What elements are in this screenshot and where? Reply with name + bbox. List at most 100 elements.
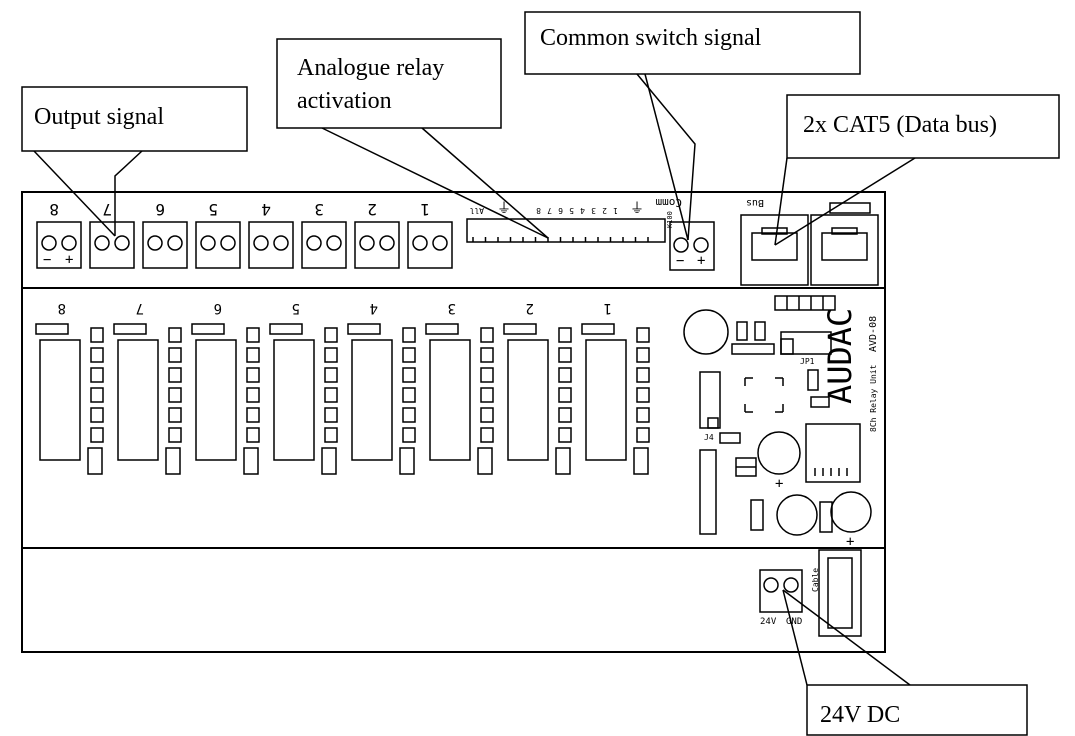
- comm-label: Comm: [655, 196, 682, 209]
- relay-component: [168, 327, 182, 343]
- common-switch-terminal: Comm − +: [655, 196, 715, 271]
- relay-component: [324, 387, 338, 403]
- output-number-8: 8: [49, 200, 59, 219]
- relay-component: [558, 367, 572, 383]
- cable-connector: [818, 549, 862, 637]
- terminal-block: [195, 221, 241, 269]
- control-components: JP1 J4 + + AUDAC AVD-08 8Ch Relay Unit: [683, 295, 879, 550]
- relay-component: [168, 347, 182, 363]
- callout-output-signal: Output signal: [21, 86, 248, 152]
- relay-component: [636, 347, 650, 363]
- relay-component: [168, 367, 182, 383]
- relay-diode: [113, 323, 147, 335]
- header-pin-6: 6: [558, 206, 563, 215]
- j4-label: J4: [704, 433, 714, 442]
- screw-hole: [94, 235, 110, 251]
- subtitle-label: 8Ch Relay Unit: [869, 364, 878, 432]
- callout-analogue-line2: activation: [297, 88, 392, 114]
- output-terminal-6: 6: [142, 200, 188, 269]
- header-pin-2: 2: [602, 206, 607, 215]
- relay-component: [558, 407, 572, 423]
- relay-component: [558, 327, 572, 343]
- relay-number-1: 1: [604, 300, 612, 316]
- relay-led: [477, 447, 493, 475]
- relay-component: [246, 347, 260, 363]
- relay-component: [402, 387, 416, 403]
- relay-component: [480, 387, 494, 403]
- screw-hole: [359, 235, 375, 251]
- relay-component: [168, 427, 182, 443]
- relay-component: [324, 427, 338, 443]
- screw-hole: [379, 235, 395, 251]
- capacitor-1-plus: +: [775, 476, 783, 492]
- relay-number-6: 6: [214, 300, 222, 316]
- relay-body: [585, 339, 627, 461]
- output-number-1: 1: [420, 200, 430, 219]
- relay-1: 1: [581, 300, 650, 475]
- output-terminal-5: 5: [195, 200, 241, 269]
- header-pin-8: 8: [536, 206, 541, 215]
- relay-3: 3: [425, 300, 494, 475]
- connector-j4: [699, 371, 721, 429]
- callout-output-signal-text: Output signal: [34, 104, 164, 130]
- capacitor-3: [830, 491, 872, 533]
- callout-common-switch-text: Common switch signal: [540, 25, 762, 51]
- relay-6: 6: [191, 300, 260, 475]
- screw-hole: [41, 235, 57, 251]
- relay-component: [402, 347, 416, 363]
- relay-component: [480, 347, 494, 363]
- relay-component: [246, 327, 260, 343]
- relay-component: [90, 387, 104, 403]
- callout-common-switch: Common switch signal: [524, 11, 861, 75]
- relay-component: [402, 327, 416, 343]
- screw-hole: [220, 235, 236, 251]
- relay-component: [90, 407, 104, 423]
- callout-24v-dc: 24V DC: [806, 684, 1028, 736]
- power-terminal: 24V GND Cable: [759, 549, 862, 637]
- terminal-block: [89, 221, 135, 269]
- model-label: AVD-08: [868, 316, 879, 352]
- relay-led: [243, 447, 259, 475]
- relay-diode: [581, 323, 615, 335]
- cable-label: Cable: [811, 568, 820, 592]
- relay-component: [558, 347, 572, 363]
- relay-led: [87, 447, 103, 475]
- capacitor-1: [757, 431, 801, 475]
- output-number-3: 3: [314, 200, 324, 219]
- ic-chip: [699, 449, 717, 535]
- screw-hole: [326, 235, 342, 251]
- terminal-block: [36, 221, 82, 269]
- brand-logo: AUDAC: [821, 308, 859, 404]
- output-terminal-3: 3: [301, 200, 347, 269]
- relay-component: [636, 387, 650, 403]
- screw-hole: [412, 235, 428, 251]
- header-pin-4: 4: [580, 206, 585, 215]
- screw-hole: [432, 235, 448, 251]
- relay-body: [273, 339, 315, 461]
- relay-5: 5: [269, 300, 338, 475]
- relay-component: [246, 387, 260, 403]
- callout-cat5-text: 2x CAT5 (Data bus): [803, 112, 997, 138]
- relay-2: 2: [503, 300, 572, 475]
- screw-hole: [114, 235, 130, 251]
- output-plus: +: [65, 252, 73, 268]
- screw-hole: [273, 235, 289, 251]
- relay-7: 7: [113, 300, 182, 475]
- relay-component: [402, 407, 416, 423]
- relay-diode: [425, 323, 459, 335]
- screw-hole: [200, 235, 216, 251]
- relay-component: [636, 427, 650, 443]
- relay-body: [351, 339, 393, 461]
- relay-component: [90, 347, 104, 363]
- output-terminal-8: 8−+: [36, 200, 82, 269]
- relay-component: [636, 327, 650, 343]
- relay-led: [633, 447, 649, 475]
- terminal-block: [354, 221, 400, 269]
- power-24v-label: 24V: [760, 617, 777, 627]
- relay-number-8: 8: [58, 300, 66, 316]
- relay-number-7: 7: [136, 300, 144, 316]
- terminal-block: [142, 221, 188, 269]
- comm-plus: +: [697, 253, 705, 269]
- header-ref-label: K100: [666, 211, 674, 228]
- screw-hole: [306, 235, 322, 251]
